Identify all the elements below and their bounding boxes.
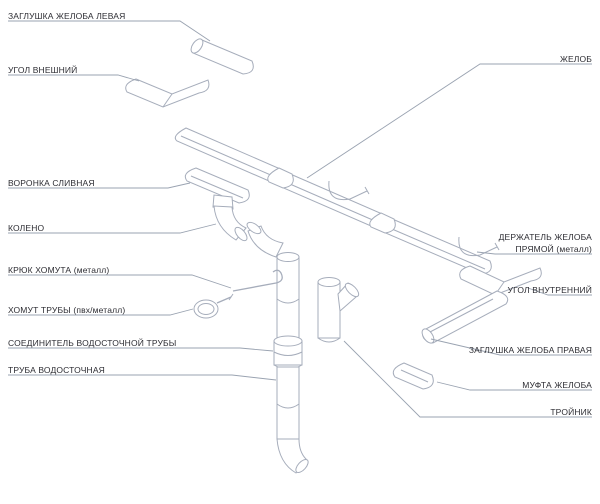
label-gutter-coupling: МУФТА ЖЕЛОБА: [522, 380, 592, 390]
label-outer-corner: УГОЛ ВНЕШНИЙ: [8, 65, 78, 75]
label-clamp-hook: КРЮК ХОМУТА (металл): [8, 265, 110, 275]
label-gutter-bracket: ДЕРЖАТЕЛЬ ЖЕЛОБА ПРЯМОЙ (металл): [498, 232, 592, 254]
leader-funnel: [8, 182, 191, 189]
label-drain-funnel: ВОРОНКА СЛИВНАЯ: [8, 178, 95, 188]
label-tee: ТРОЙНИК: [550, 407, 592, 417]
label-downpipe: ТРУБА ВОДОСТОЧНАЯ: [8, 365, 105, 375]
part-elbow-upper: [213, 205, 248, 242]
leader-clamp: [8, 308, 194, 316]
leader-hook: [8, 274, 232, 289]
leader-inner-corner: [527, 287, 592, 296]
part-gutter-coupling: [392, 362, 434, 390]
label-inner-corner: УГОЛ ВНУТРЕННИЙ: [507, 285, 592, 295]
label-left-end-cap: ЗАГЛУШКА ЖЕЛОБА ЛЕВАЯ: [8, 11, 126, 21]
part-drain-funnel: [184, 167, 250, 210]
part-tee: [317, 277, 360, 343]
label-elbow: КОЛЕНО: [8, 223, 45, 233]
leader-gutter: [306, 63, 592, 179]
part-gutter-coupling-run: [267, 167, 396, 234]
label-pipe-clamp: ХОМУТ ТРУБЫ (пвх/металл): [8, 305, 126, 315]
part-gutter: [174, 127, 492, 275]
leader-coupling: [436, 381, 592, 391]
part-left-end-cap: [190, 38, 254, 75]
label-right-end-cap: ЗАГЛУШКА ЖЕЛОБА ПРАВАЯ: [468, 345, 592, 355]
part-pipe-clamp: [193, 293, 234, 319]
part-outer-corner: [125, 78, 210, 108]
leader-connector: [8, 347, 274, 352]
part-pipe-connector: [273, 335, 303, 370]
part-right-end-cap: [421, 328, 435, 344]
label-pipe-connector: СОЕДИНИТЕЛЬ ВОДОСТОЧНОЙ ТРУБЫ: [8, 338, 177, 348]
part-clamp-hook: [232, 269, 283, 292]
leader-tee: [343, 340, 592, 418]
leader-downpipe: [8, 374, 277, 381]
part-downpipe-lower: [276, 366, 309, 474]
leader-right-cap: [430, 338, 592, 356]
leader-left-cap: [8, 20, 211, 42]
leader-bracket: [476, 251, 592, 255]
leader-elbow: [8, 223, 217, 234]
label-gutter: ЖЕЛОБ: [559, 54, 592, 64]
part-gutter-bracket: [328, 180, 500, 257]
part-elbow-lower: [246, 221, 284, 258]
leader-outer-corner: [8, 74, 140, 82]
